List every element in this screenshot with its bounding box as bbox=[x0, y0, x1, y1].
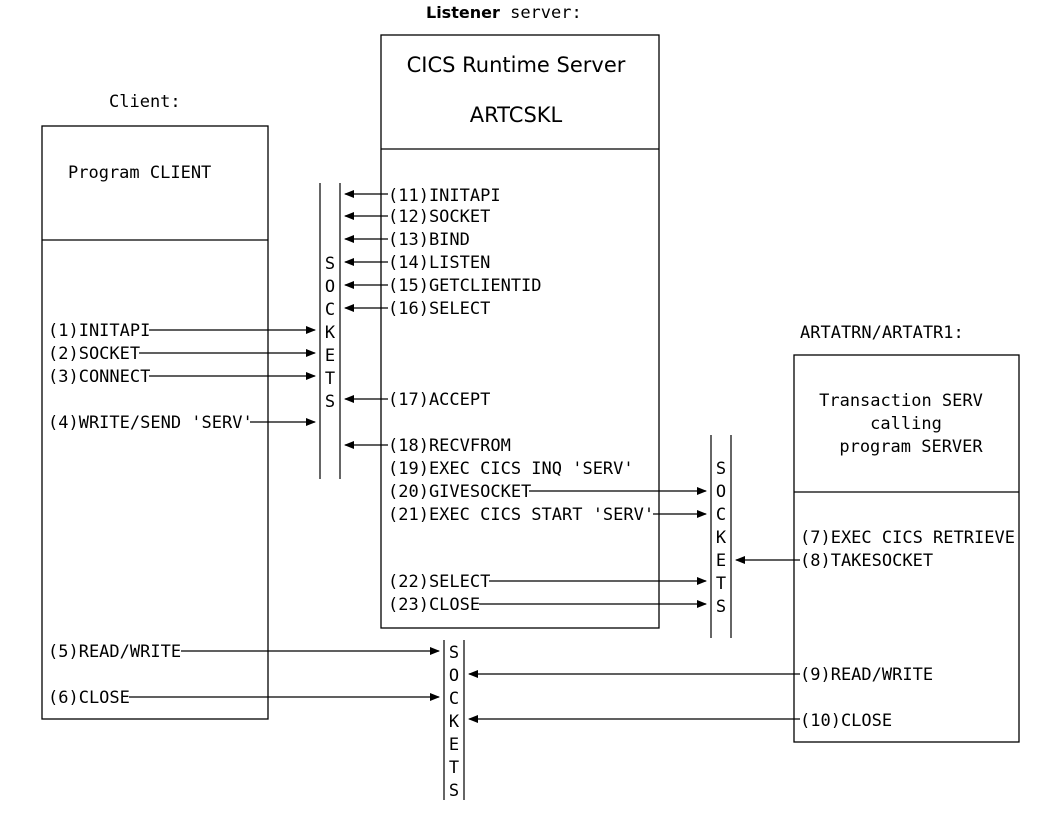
call-5-read-write: (5)READ/WRITE bbox=[48, 642, 181, 662]
sockets-3-letter-o: O bbox=[449, 666, 459, 686]
listener-header-bold: Listener bbox=[426, 3, 500, 22]
call-7-exec-cics-retrieve: (7)EXEC CICS RETRIEVE bbox=[800, 528, 1015, 548]
sockets-column-1: S O C K E T S bbox=[319, 183, 341, 479]
server-title-line-2: calling bbox=[870, 414, 942, 434]
sockets-2-letter-s: S bbox=[716, 459, 726, 479]
sockets-1-letter-k: K bbox=[325, 323, 336, 343]
listener-title-line1: CICS Runtime Server bbox=[407, 53, 626, 77]
sockets-1-letter-o: O bbox=[325, 277, 335, 297]
sockets-3-letter-k: K bbox=[449, 712, 460, 732]
client-calls: (1)INITAPI (2)SOCKET (3)CONNECT (4)WRITE… bbox=[48, 321, 440, 708]
sockets-2-letter-e: E bbox=[716, 551, 726, 571]
call-19-exec-cics-inq: (19)EXEC CICS INQ 'SERV' bbox=[388, 459, 634, 479]
call-1-initapi: (1)INITAPI bbox=[48, 321, 150, 341]
call-8-takesocket: (8)TAKESOCKET bbox=[800, 551, 933, 571]
call-11-initapi: (11)INITAPI bbox=[388, 186, 501, 206]
sockets-2-letter-c: C bbox=[716, 505, 726, 525]
server-title-line-3: program SERVER bbox=[839, 437, 983, 457]
call-6-close: (6)CLOSE bbox=[48, 688, 130, 708]
sockets-3-letter-s2: S bbox=[449, 781, 459, 801]
listener-title-line2: ARTCSKL bbox=[470, 103, 563, 127]
sockets-column-3: S O C K E T S bbox=[443, 640, 465, 801]
call-23-close: (23)CLOSE bbox=[388, 595, 480, 615]
sockets-1-letter-s: S bbox=[325, 254, 335, 274]
listener-box bbox=[380, 34, 660, 629]
call-22-select: (22)SELECT bbox=[388, 572, 490, 592]
sockets-2-letter-s2: S bbox=[716, 597, 726, 617]
sockets-3-letter-c: C bbox=[449, 689, 459, 709]
sockets-2-letter-t: T bbox=[716, 574, 726, 594]
server-calls: (7)EXEC CICS RETRIEVE (8)TAKESOCKET (9)R… bbox=[468, 528, 1015, 731]
server-title-line-1: Transaction SERV bbox=[819, 391, 983, 411]
call-3-connect: (3)CONNECT bbox=[48, 367, 150, 387]
call-17-accept: (17)ACCEPT bbox=[388, 390, 490, 410]
sockets-3-letter-t: T bbox=[449, 758, 459, 778]
call-4-write-send: (4)WRITE/SEND 'SERV' bbox=[48, 413, 253, 433]
call-10-close: (10)CLOSE bbox=[800, 711, 892, 731]
call-15-getclientid: (15)GETCLIENTID bbox=[388, 276, 542, 296]
sockets-1-letter-t: T bbox=[325, 369, 335, 389]
call-16-select: (16)SELECT bbox=[388, 299, 490, 319]
sockets-2-letter-k: K bbox=[716, 528, 727, 548]
sockets-3-letter-s: S bbox=[449, 643, 459, 663]
call-13-bind: (13)BIND bbox=[388, 230, 470, 250]
call-9-read-write: (9)READ/WRITE bbox=[800, 665, 933, 685]
call-21-exec-cics-start: (21)EXEC CICS START 'SERV' bbox=[388, 505, 654, 525]
sockets-column-2: S O C K E T S bbox=[710, 435, 732, 638]
sockets-2-letter-o: O bbox=[716, 482, 726, 502]
call-14-listen: (14)LISTEN bbox=[388, 253, 490, 273]
sockets-3-letter-e: E bbox=[449, 735, 459, 755]
client-header: Client: bbox=[109, 92, 181, 112]
call-20-givesocket: (20)GIVESOCKET bbox=[388, 482, 531, 502]
sockets-1-letter-s2: S bbox=[325, 392, 335, 412]
server-box bbox=[793, 354, 1020, 743]
call-2-socket: (2)SOCKET bbox=[48, 344, 140, 364]
call-18-recvfrom: (18)RECVFROM bbox=[388, 436, 511, 456]
listener-header: Listener server: bbox=[426, 3, 582, 23]
listener-header-rest: server: bbox=[500, 3, 582, 23]
sockets-1-letter-c: C bbox=[325, 300, 335, 320]
server-header: ARTATRN/ARTATR1: bbox=[800, 323, 964, 343]
listener-calls: (11)INITAPI (12)SOCKET (13)BIND (14)LIST… bbox=[344, 186, 707, 615]
sockets-1-letter-e: E bbox=[325, 346, 335, 366]
call-12-socket: (12)SOCKET bbox=[388, 207, 490, 227]
client-title: Program CLIENT bbox=[68, 163, 211, 183]
